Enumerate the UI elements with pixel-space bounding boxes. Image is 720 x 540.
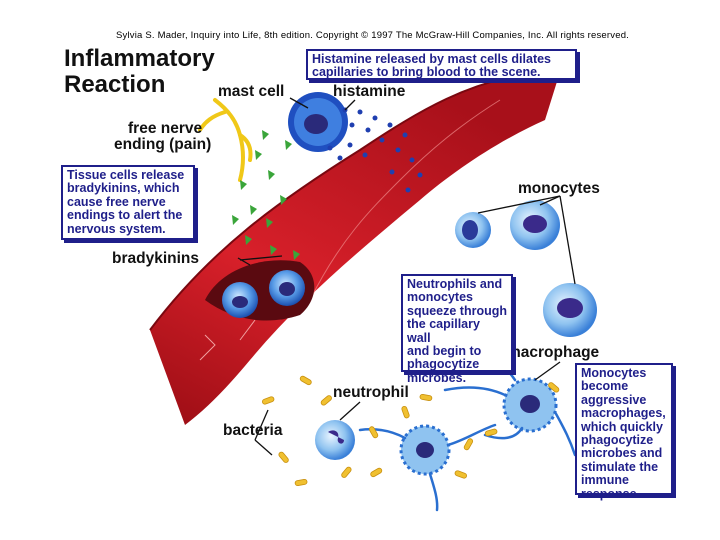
capillary-edge	[149, 71, 541, 331]
mast-cell	[288, 92, 348, 152]
monocyte-1	[455, 212, 491, 248]
label-neutrophil: neutrophil	[333, 384, 409, 401]
neutrophil-cell	[315, 420, 355, 460]
neutrophils-callout: Neutrophils and monocytes squeeze throug…	[401, 274, 513, 385]
monocytes-callout-text: Monocytes become aggressive macrophages,…	[581, 366, 666, 501]
capillary	[150, 72, 560, 425]
neutrophils-callout-text: Neutrophils and monocytes squeeze throug…	[407, 277, 508, 385]
tissue-cells-callout: Tissue cells release bradykinins, which …	[61, 165, 195, 240]
histamine-granules	[327, 107, 423, 193]
label-monocytes: monocytes	[518, 180, 600, 197]
squeezing-cell-left	[222, 282, 258, 318]
copyright-notice: Sylvia S. Mader, Inquiry into Life, 8th …	[115, 30, 630, 41]
label-mast-cell: mast cell	[218, 83, 285, 100]
title-line-1: Inflammatory	[64, 45, 215, 72]
label-free-nerve-2: ending (pain)	[114, 136, 212, 153]
diagram-title: Inflammatory Reaction	[64, 46, 215, 98]
label-free-nerve-1: free nerve	[128, 120, 203, 137]
title-line-2: Reaction	[64, 71, 166, 98]
nerve-ending	[198, 98, 253, 182]
tissue-cells-callout-text: Tissue cells release bradykinins, which …	[67, 168, 185, 236]
label-bacteria: bacteria	[223, 422, 283, 439]
monocyte-2	[510, 200, 560, 250]
monocytes-callout: Monocytes become aggressive macrophages,…	[575, 363, 673, 500]
pointer-lines	[237, 97, 576, 456]
histamine-callout: Histamine released by mast cells dilates…	[306, 49, 577, 80]
capillary-wall-line	[309, 99, 501, 301]
label-histamine: histamine	[333, 83, 406, 100]
macrophage-1	[502, 377, 558, 433]
squeezing-cell-right	[269, 270, 305, 306]
macrophage-2	[399, 424, 451, 476]
capillary-crack	[199, 319, 256, 361]
monocyte-3	[543, 283, 597, 337]
bacteria-cells	[261, 375, 560, 487]
label-bradykinins: bradykinins	[112, 250, 199, 267]
label-macrophage: macrophage	[507, 344, 600, 361]
bradykinins	[232, 130, 300, 260]
histamine-callout-text: Histamine released by mast cells dilates…	[312, 52, 552, 80]
